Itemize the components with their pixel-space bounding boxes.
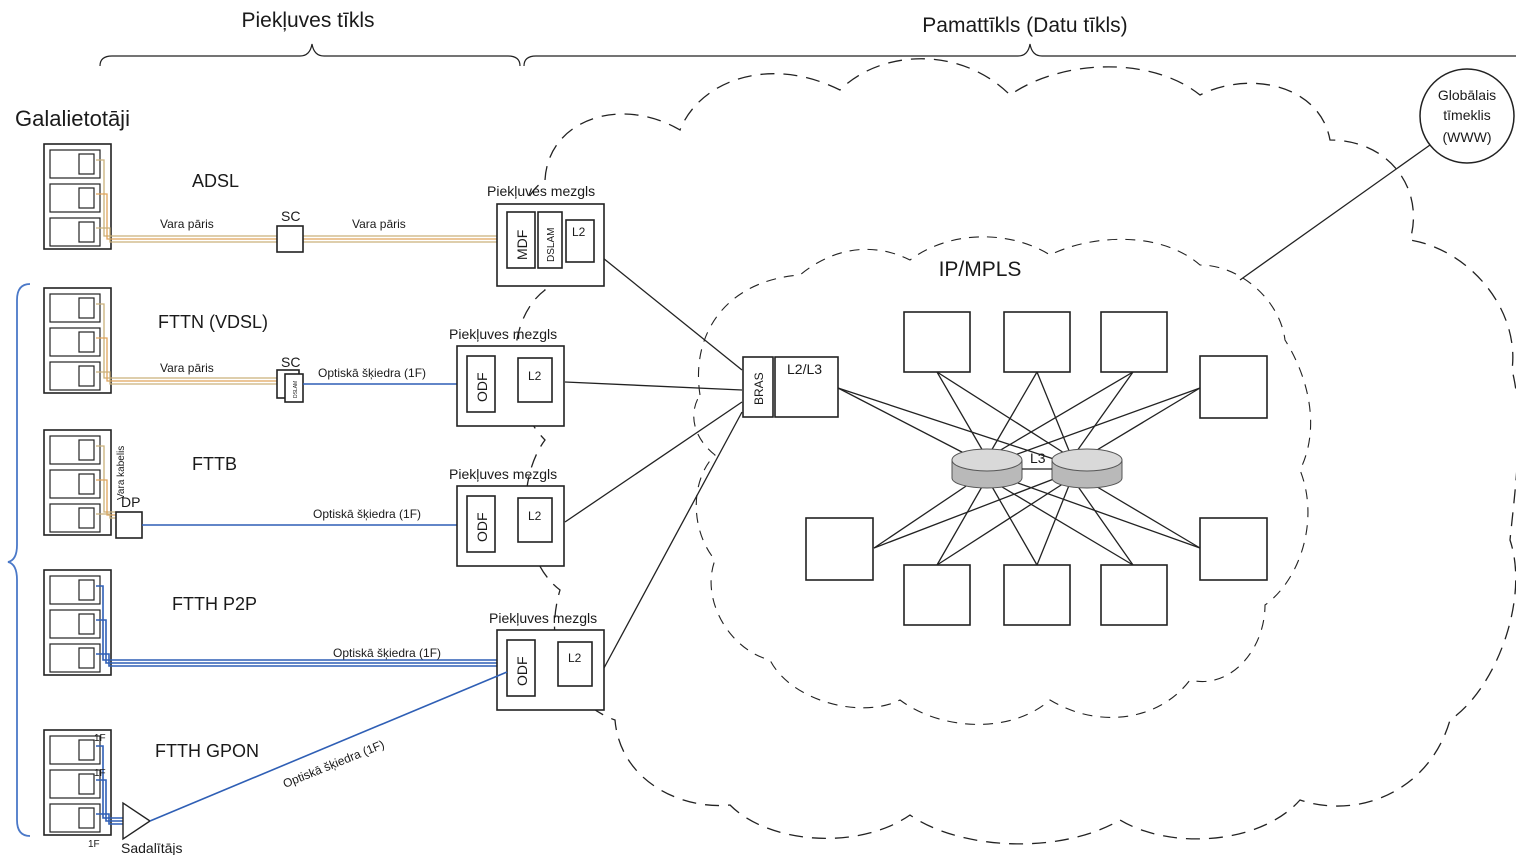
core-network-cloud [514, 58, 1516, 845]
odf-label-2: ODF [474, 372, 490, 402]
dslam-label: DSLAM [546, 228, 557, 262]
www-line2: tīmeklis [1443, 107, 1490, 123]
copper-cable-label: Vara kabelis [116, 446, 127, 500]
dslam-block [537, 211, 563, 269]
copper-line-adsl [96, 159, 497, 243]
copper-label-adsl-1: Vara pāris [160, 217, 214, 231]
fiber-drops-gpon [96, 745, 123, 825]
fiber-count-2: 1F [94, 768, 106, 779]
fiber-count-1: 1F [94, 733, 106, 744]
fiber-label-p2p: Optiskā šķiedra (1F) [333, 646, 441, 660]
mdf-label: MDF [514, 230, 530, 260]
odf-block-2 [466, 355, 496, 413]
access-network-brace [99, 43, 521, 67]
user-building-ftth-gpon [43, 729, 112, 836]
l2-label-1: L2 [572, 225, 586, 239]
odf-block-4 [506, 639, 536, 697]
www-line3: (WWW) [1443, 129, 1492, 145]
fiber-count-3: 1F [88, 839, 100, 850]
core-router-right [1051, 448, 1123, 489]
user-building-fttb [43, 429, 112, 536]
end-users-label: Galalietotāji [15, 106, 130, 131]
l3-label: L3 [1030, 450, 1046, 466]
user-building-ftth-p2p [43, 569, 112, 676]
splitter-label: Sadalītājs [121, 840, 182, 855]
sc-label-fttn: SC [281, 354, 300, 370]
core-network-brace [523, 43, 1516, 67]
fiber-line-gpon [149, 671, 508, 822]
tech-ftth-p2p: FTTH P2P [172, 594, 257, 614]
header-access-network: Piekļuves tīkls [241, 9, 374, 32]
splitter-icon [122, 801, 152, 841]
mdf-block [506, 211, 536, 269]
copper-cable-fttb [96, 445, 116, 519]
copper-line-fttn [96, 303, 277, 385]
core-router-left [951, 448, 1023, 489]
core-switches [805, 311, 1268, 626]
l2-block-1 [565, 219, 595, 263]
odf-label-4: ODF [514, 656, 530, 686]
copper-label-fttn: Vara pāris [160, 361, 214, 375]
www-node [1419, 68, 1515, 164]
user-building-fttn [43, 287, 112, 394]
bras-label: BRAS [752, 372, 766, 405]
l2-label-4: L2 [568, 651, 582, 665]
l2l3-node [774, 356, 839, 418]
access-uplinks [564, 257, 743, 669]
l2-block-3 [517, 497, 553, 543]
tech-adsl: ADSL [192, 171, 239, 191]
user-building-adsl [43, 143, 112, 250]
fiber-lines-p2p [96, 585, 507, 667]
cloud-label: IP/MPLS [939, 258, 1022, 281]
tech-fttb: FTTB [192, 454, 237, 474]
odf-block-3 [466, 495, 496, 553]
access-node-label-4: Piekļuves mezgls [489, 610, 597, 626]
access-node-label-2: Piekļuves mezgls [449, 326, 557, 342]
tech-fttn: FTTN (VDSL) [158, 312, 268, 332]
l2-block-2 [517, 357, 553, 403]
sc-box-adsl [276, 225, 304, 253]
odf-label-3: ODF [474, 512, 490, 542]
tech-ftth-gpon: FTTH GPON [155, 741, 259, 761]
www-line1: Globālais [1438, 87, 1496, 103]
fiber-access-brace [7, 283, 31, 837]
sc-dslam-fttn [284, 373, 304, 403]
l2-label-3: L2 [528, 509, 542, 523]
l2-label-2: L2 [528, 369, 542, 383]
access-node-label-3: Piekļuves mezgls [449, 466, 557, 482]
fiber-label-gpon: Optiskā šķiedra (1F) [281, 737, 386, 790]
copper-label-adsl-2: Vara pāris [352, 217, 406, 231]
sc-label-adsl: SC [281, 208, 300, 224]
fiber-label-fttb: Optiskā šķiedra (1F) [313, 507, 421, 521]
access-node-label-1: Piekļuves mezgls [487, 183, 595, 199]
bras-node [742, 356, 774, 418]
header-core-network: Pamattīkls (Datu tīkls) [922, 14, 1127, 37]
dp-label: DP [121, 494, 140, 510]
dp-box [115, 511, 143, 539]
l2-block-4 [557, 641, 593, 687]
fiber-label-fttn: Optiskā šķiedra (1F) [318, 366, 426, 380]
l2l3-label: L2/L3 [787, 361, 822, 377]
sc-dslam-small-label: DSLAM [293, 381, 299, 398]
www-link [1239, 144, 1431, 281]
